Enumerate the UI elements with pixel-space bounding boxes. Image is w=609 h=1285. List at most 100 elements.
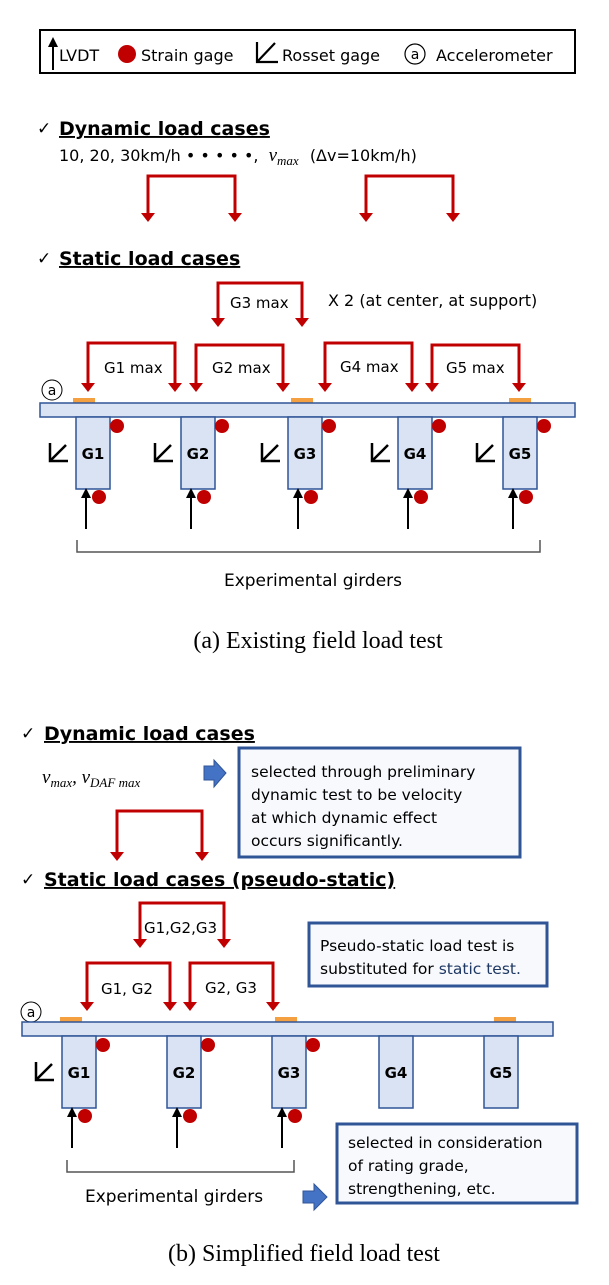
- check-icon: ✓: [37, 119, 51, 139]
- rosset-gage-icon: [475, 443, 495, 463]
- accelerometer-icon: [404, 43, 426, 65]
- girder: [397, 416, 433, 490]
- check-icon: ✓: [37, 249, 51, 269]
- load-bracket: [85, 961, 172, 1003]
- load-label: G2, G3: [205, 979, 257, 997]
- accelerometer-pad: [275, 1017, 297, 1022]
- strain-gage-icon: [537, 419, 551, 433]
- strain-gage-icon: [288, 1109, 302, 1123]
- dynamic-heading: Dynamic load cases: [44, 723, 255, 745]
- load-arrows-b: [80, 809, 280, 1011]
- girder-label: G5: [490, 1064, 513, 1082]
- girder: [166, 1035, 202, 1109]
- strain-gage-icon: [432, 419, 446, 433]
- strain-gage-icon: [304, 490, 318, 504]
- load-label: G1 max: [104, 359, 163, 377]
- legend-rosset: Rosset gage: [282, 46, 380, 65]
- rosset-gage-icon: [153, 443, 173, 463]
- note-line: strengthening, etc.: [348, 1180, 496, 1198]
- load-arrow-icon: [168, 383, 182, 392]
- accelerometer-symbol: a: [27, 1005, 36, 1021]
- girder-label: G5: [509, 445, 532, 463]
- strain-gage-icon: [519, 490, 533, 504]
- deck-slab: [21, 1021, 554, 1037]
- accelerometer-pad: [60, 1017, 82, 1022]
- load-label: G5 max: [446, 359, 505, 377]
- strain-gage-icon: [306, 1038, 320, 1052]
- strain-gage-icon: [110, 419, 124, 433]
- girder-label: G2: [187, 445, 210, 463]
- caption-b: (b) Simplified field load test: [168, 1241, 440, 1267]
- load-arrow-icon: [425, 383, 439, 392]
- load-arrow-icon: [81, 383, 95, 392]
- load-bracket: [430, 343, 521, 384]
- strain-gage-icon: [92, 490, 106, 504]
- legend-strain: Strain gage: [141, 46, 233, 65]
- note-line: substituted for static test.: [320, 960, 521, 978]
- legend-accel: Accelerometer: [436, 46, 553, 65]
- dynamic-heading: Dynamic load cases: [59, 118, 270, 140]
- caption-a: (a) Existing field load test: [193, 628, 443, 654]
- note-line: selected through preliminary: [251, 763, 475, 781]
- load-bracket: [323, 341, 414, 384]
- girder: [61, 1035, 97, 1109]
- girder: [271, 1035, 307, 1109]
- accelerometer-icon: [41, 379, 63, 401]
- load-arrow-icon: [359, 213, 373, 222]
- load-bracket: [364, 174, 455, 214]
- girder-bracket: [66, 1160, 295, 1173]
- girder-label: G3: [278, 1064, 301, 1082]
- rosset-gage-icon: [34, 1062, 54, 1082]
- load-arrow-icon: [133, 939, 147, 948]
- girder-note-box: [335, 1122, 579, 1205]
- accelerometer-symbol: a: [411, 47, 420, 63]
- accelerometer-symbol: a: [48, 383, 57, 399]
- strain-gage-icon: [215, 419, 229, 433]
- callout-arrow-icon: [302, 1182, 328, 1212]
- load-bracket: [115, 809, 204, 853]
- note-line: at which dynamic effect: [251, 809, 437, 827]
- load-arrow-icon: [228, 213, 242, 222]
- bracket-label: Experimental girders: [224, 571, 402, 591]
- strain-gage-icon: [183, 1109, 197, 1123]
- load-label: G4 max: [340, 358, 399, 376]
- load-bracket: [86, 341, 177, 384]
- strain-gage-icon: [78, 1109, 92, 1123]
- load-arrow-icon: [183, 1002, 197, 1011]
- load-arrow-icon: [446, 213, 460, 222]
- dynamic-note-box: [237, 746, 522, 859]
- load-arrow-icon: [512, 383, 526, 392]
- load-arrow-icon: [141, 213, 155, 222]
- girder: [502, 416, 538, 490]
- girder-label: G1: [68, 1064, 91, 1082]
- strain-gage-icon: [118, 45, 136, 63]
- strain-gage-icon: [201, 1038, 215, 1052]
- load-label: G2 max: [212, 359, 271, 377]
- load-arrow-icon: [217, 939, 231, 948]
- load-bracket: [194, 343, 285, 384]
- load-arrow-icon: [110, 852, 124, 861]
- check-icon: ✓: [21, 870, 35, 890]
- load-arrow-icon: [211, 318, 225, 327]
- rosset-gage-icon: [48, 443, 68, 463]
- girder: [483, 1035, 519, 1109]
- girder-label: G3: [294, 445, 317, 463]
- pseudo-note-box: [307, 921, 549, 988]
- girder: [75, 416, 111, 490]
- strain-gage-icon: [96, 1038, 110, 1052]
- strain-gage-icon: [197, 490, 211, 504]
- girder: [180, 416, 216, 490]
- rosset-gage-icon: [370, 443, 390, 463]
- strain-gage-icon: [322, 419, 336, 433]
- repeat-note: X 2 (at center, at support): [328, 291, 537, 310]
- load-arrow-icon: [266, 1002, 280, 1011]
- load-arrow-icon: [318, 383, 332, 392]
- section-a: ✓ Dynamic load cases 10, 20, 30km/h • • …: [37, 118, 576, 654]
- static-heading: Static load cases (pseudo-static): [44, 869, 395, 891]
- note-line: of rating grade,: [348, 1157, 469, 1175]
- callout-arrow-icon: [203, 758, 227, 789]
- load-arrow-icon: [295, 318, 309, 327]
- accelerometer-pad: [494, 1017, 516, 1022]
